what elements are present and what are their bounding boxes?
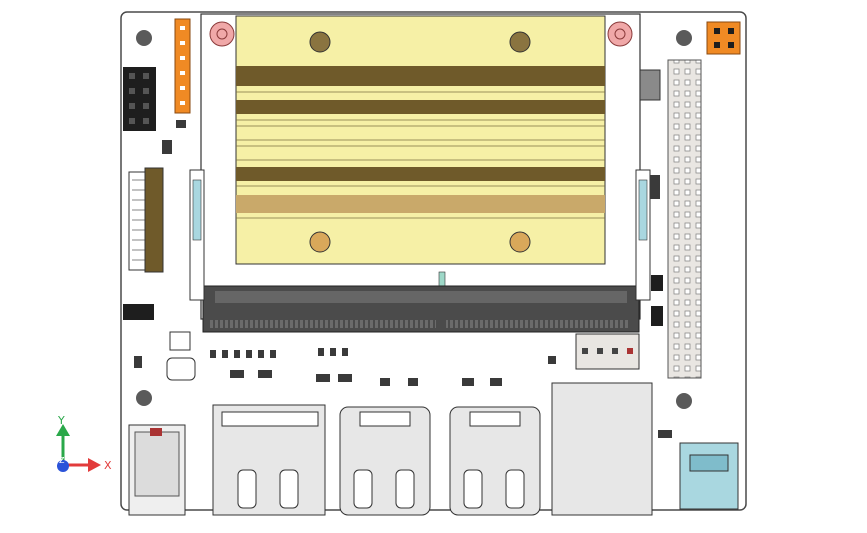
ethernet-jack xyxy=(551,382,653,516)
usb-connector-2 xyxy=(339,406,431,516)
orange-2x2-header xyxy=(706,21,741,55)
som-module xyxy=(200,13,641,320)
usb-connector-1 xyxy=(212,404,326,516)
fan-connector xyxy=(575,333,640,370)
black-2x4-header xyxy=(123,67,156,131)
dc-barrel-jack xyxy=(128,424,186,516)
orange-pin-header-vertical xyxy=(174,18,191,114)
standoff-screws xyxy=(209,21,633,47)
axis-z-label: Z xyxy=(59,456,65,465)
gpio-40pin-header xyxy=(667,59,702,379)
mounting-holes xyxy=(136,30,692,409)
axis-triad xyxy=(56,424,101,472)
black-2pin-header xyxy=(123,304,154,320)
sodimm-socket xyxy=(189,169,651,333)
usb-connector-3 xyxy=(449,406,541,516)
axis-y-label: Y xyxy=(57,414,65,427)
smd-components xyxy=(134,120,672,438)
axis-x-label: X xyxy=(104,459,112,472)
fpc-camera-connector xyxy=(128,167,164,273)
usb-c-connector xyxy=(679,442,739,510)
